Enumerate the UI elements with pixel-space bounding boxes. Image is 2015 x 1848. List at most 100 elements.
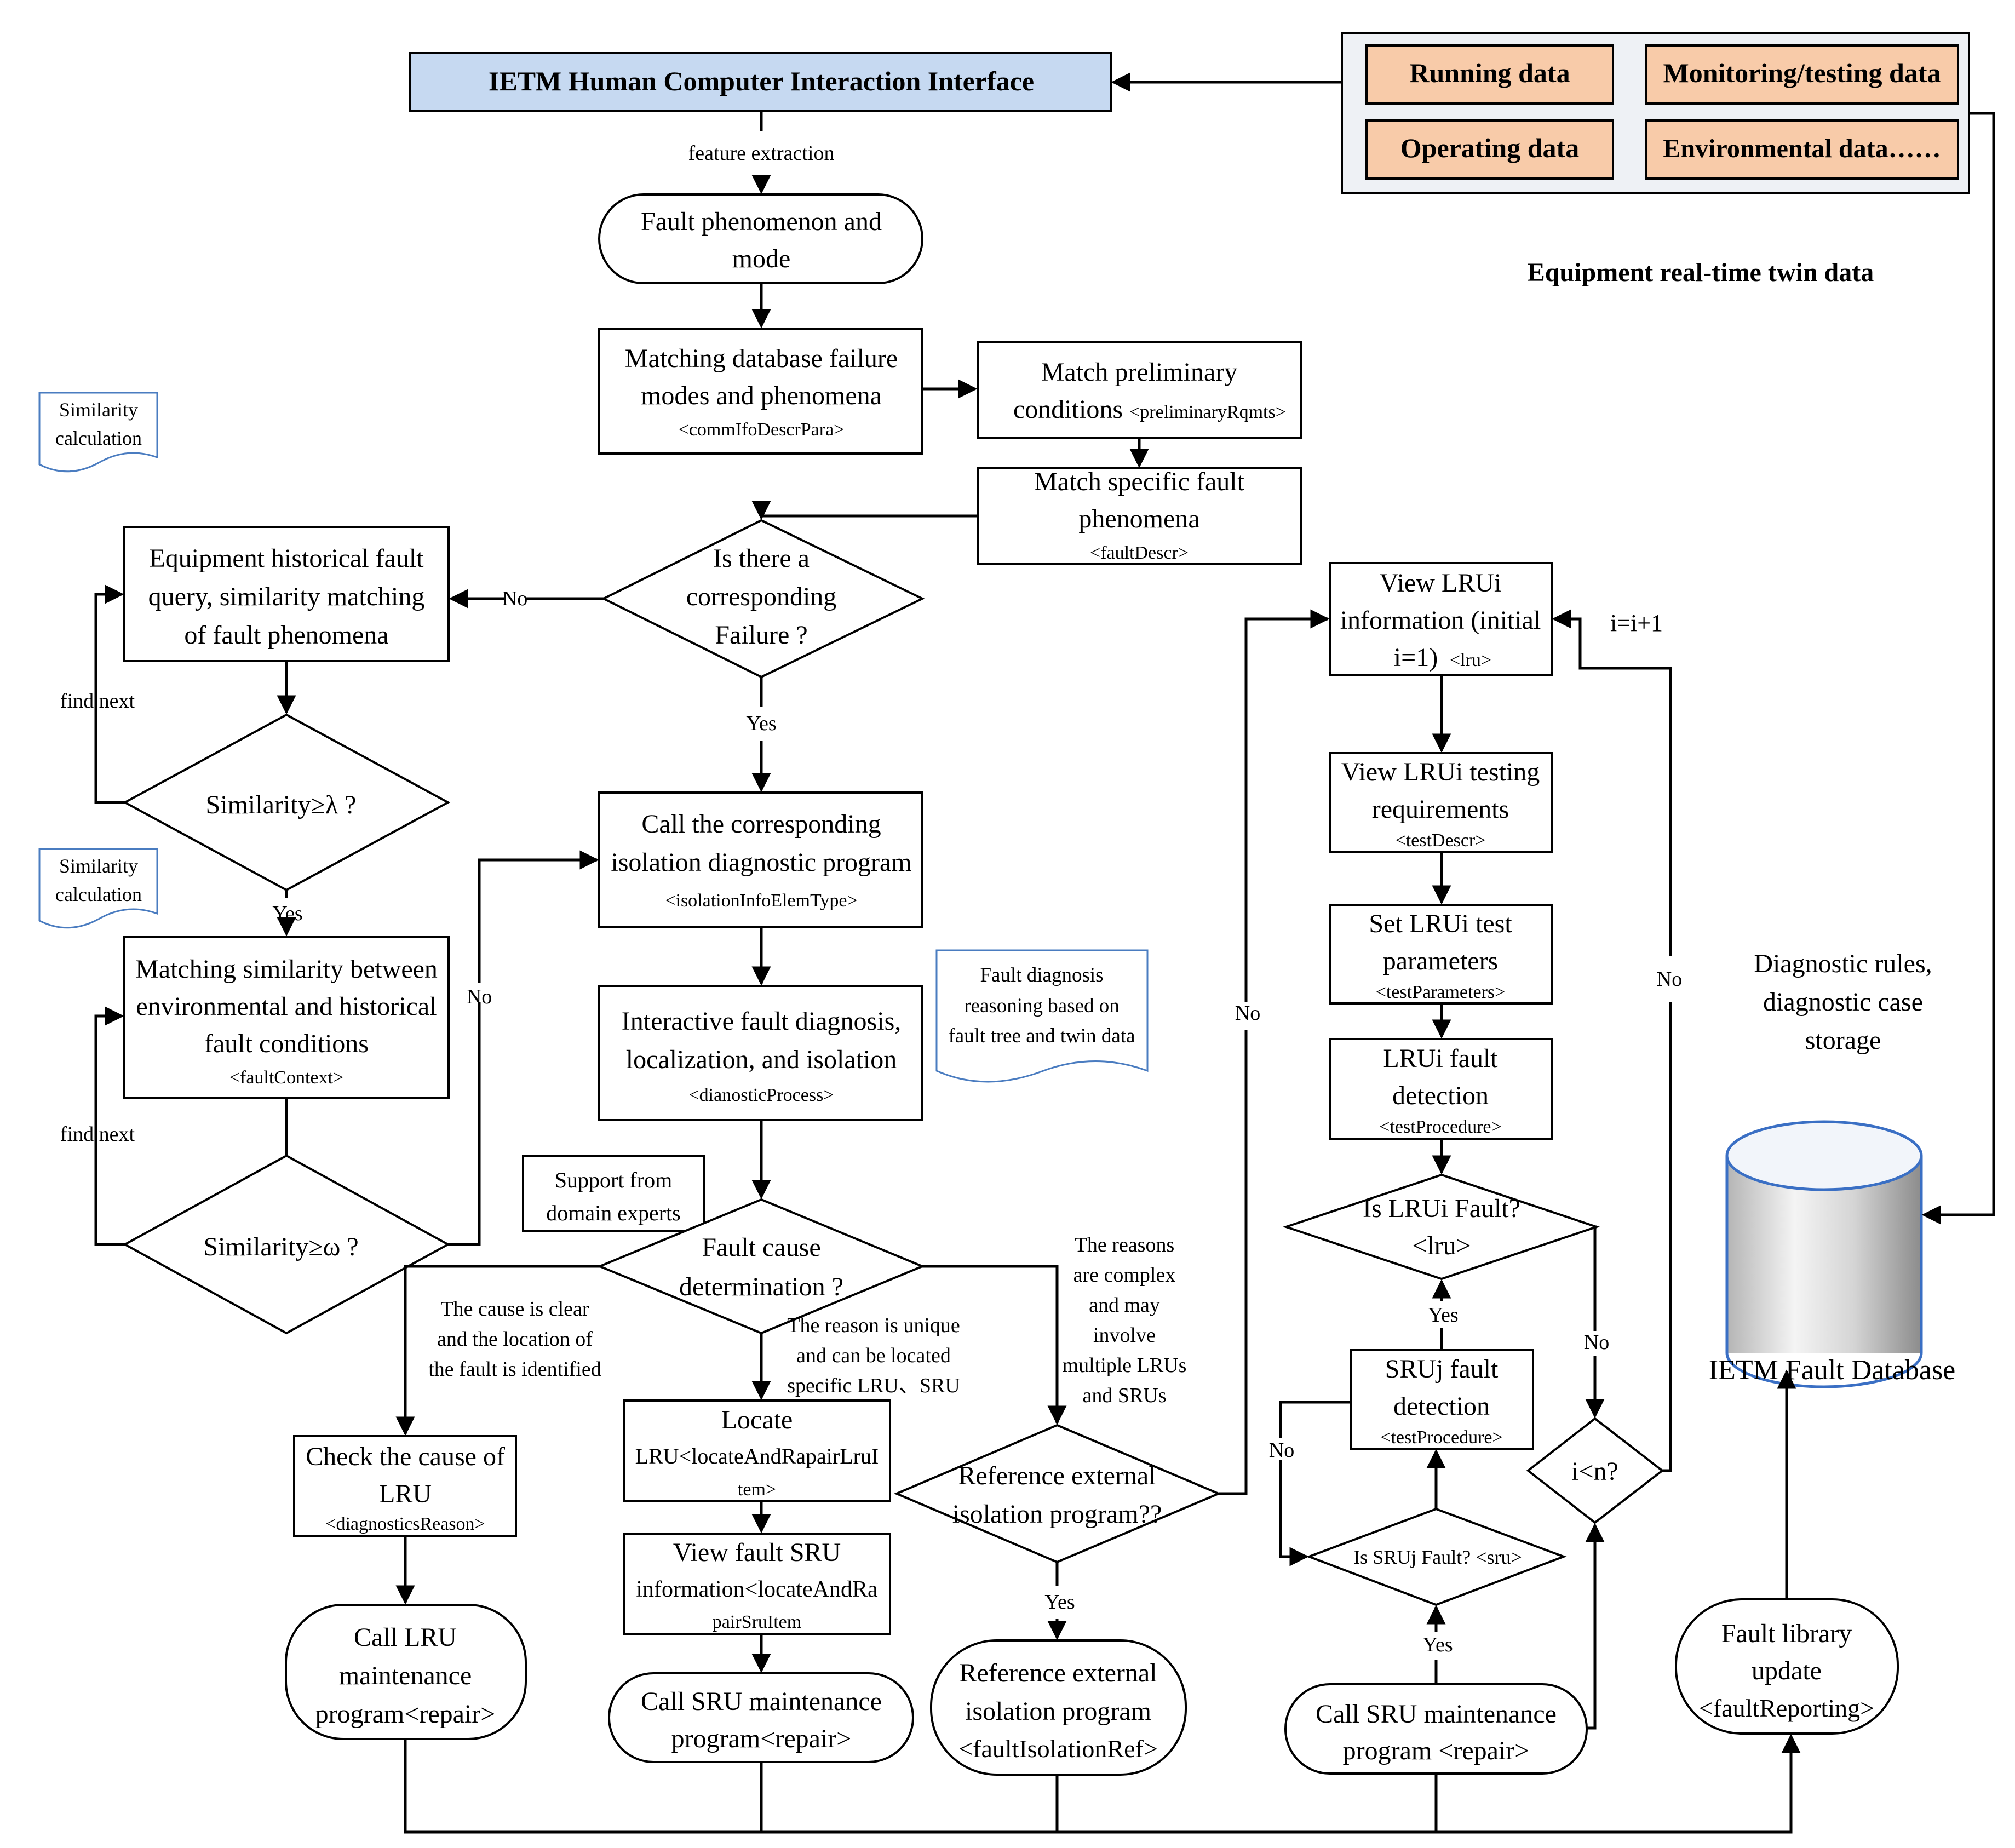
similarity-calc-2-line-2: calculation	[55, 883, 142, 905]
yes-label-2: Yes	[272, 902, 302, 925]
find-next-label-2: find next	[60, 1123, 135, 1146]
set-lru-params-label-2: parameters	[1383, 946, 1499, 975]
environmental-data-label: Environmental data……	[1663, 134, 1941, 163]
diag-rules-line-2: diagnostic case	[1763, 988, 1923, 1017]
similarity-omega-decision	[122, 1154, 451, 1335]
sru-fault-detect-node	[1350, 1349, 1534, 1450]
reference-ext-label-2: isolation program	[965, 1697, 1151, 1726]
historical-query-label-2: query, similarity matching	[148, 582, 425, 611]
check-cause-label-2: LRU	[379, 1479, 432, 1508]
match-preliminary-label-1: Match preliminary	[1041, 358, 1238, 387]
no-label-6: No	[1657, 968, 1682, 991]
fault-database-cylinder	[1725, 1120, 1923, 1388]
lru-fault-detect-label-2: detection	[1392, 1081, 1489, 1110]
view-lru-info-tag: <lru>	[1450, 650, 1491, 670]
check-cause-node	[293, 1435, 517, 1537]
reasons-complex-line-4: involve	[1093, 1324, 1156, 1347]
matching-db-label-2: modes and phenomena	[641, 381, 882, 410]
yes-label-5: Yes	[1422, 1633, 1453, 1656]
set-lru-params-tag: <testParameters>	[1376, 982, 1506, 1002]
similarity-omega-label: Similarity≥ω ?	[203, 1232, 358, 1261]
similarity-calc-2-line-1: Similarity	[59, 855, 138, 877]
no-label-5: No	[1269, 1439, 1294, 1462]
is-sru-fault-decision	[1306, 1507, 1567, 1606]
no-label-2: No	[467, 985, 492, 1008]
fault-phenomenon-label-2: mode	[732, 244, 791, 273]
env-matching-label-2: environmental and historical	[136, 992, 437, 1021]
env-matching-tag: <faultContext>	[229, 1068, 343, 1088]
lru-fault-detect-tag: <testProcedure>	[1379, 1117, 1501, 1137]
view-lru-info-label-2: information (initial	[1340, 606, 1541, 635]
fault-diag-note-line-1: Fault diagnosis	[980, 964, 1103, 986]
call-isolation-node	[598, 791, 923, 928]
similarity-lambda-label: Similarity≥λ ?	[206, 790, 357, 819]
cause-clear-line-2: and the location of	[437, 1328, 593, 1351]
is-lru-fault-label-2: <lru>	[1412, 1231, 1471, 1260]
view-lru-testing-tag: <testDescr>	[1396, 830, 1486, 851]
reference-ext-decision	[893, 1424, 1222, 1564]
similarity-calc-note-2	[38, 848, 158, 929]
matching-db-node	[598, 328, 923, 455]
sru-fault-detect-tag: <testProcedure>	[1380, 1427, 1502, 1448]
sru-fault-detect-label-1: SRUj fault	[1385, 1355, 1499, 1384]
reason-unique-line-3: specific LRU、SRU	[787, 1374, 960, 1397]
yes-label-3: Yes	[1044, 1591, 1075, 1614]
is-sru-fault-label: Is SRUj Fault? <sru>	[1353, 1546, 1522, 1568]
view-lru-testing-label-1: View LRUi testing	[1341, 757, 1540, 787]
call-lru-maint-label-2: maintenance	[339, 1661, 472, 1690]
operating-data-label: Operating data	[1400, 133, 1579, 163]
is-lru-fault-decision	[1282, 1173, 1600, 1281]
interactive-diag-tag: <dianosticProcess>	[689, 1085, 834, 1105]
cause-clear-line-1: The cause is clear	[440, 1298, 589, 1321]
support-experts-box	[522, 1155, 705, 1232]
is-corresponding-label-2: corresponding	[686, 582, 837, 611]
is-corresponding-label-3: Failure ?	[715, 621, 807, 650]
no-label-1: No	[502, 587, 527, 610]
fault-db-label: IETM Fault Database	[1709, 1355, 1956, 1386]
cause-clear-line-3: the fault is identified	[428, 1358, 601, 1381]
match-specific-label-1: Match specific fault	[1034, 467, 1245, 496]
diag-rules-line-3: storage	[1805, 1026, 1881, 1055]
monitoring-data-label: Monitoring/testing data	[1663, 58, 1941, 88]
i-less-n-decision	[1526, 1417, 1664, 1524]
call-isolation-label-1: Call the corresponding	[641, 810, 881, 839]
match-preliminary-tag: <preliminaryRqmts>	[1129, 402, 1286, 422]
is-lru-fault-label-1: Is LRUi Fault?	[1363, 1194, 1520, 1223]
reason-unique-line-1: The reason is unique	[787, 1314, 960, 1337]
locate-lru-label-3: tem>	[738, 1479, 776, 1500]
matching-db-label-1: Matching database failure	[625, 344, 898, 373]
view-lru-info-label-1: View LRUi	[1380, 569, 1501, 598]
reasons-complex-line-5: multiple LRUs	[1063, 1354, 1187, 1377]
similarity-calc-1-line-2: calculation	[55, 427, 142, 449]
view-sru-label-1: View fault SRU	[673, 1538, 841, 1567]
locate-lru-node	[623, 1399, 891, 1502]
similarity-calc-note-1	[38, 392, 158, 473]
yes-label-4: Yes	[1428, 1304, 1458, 1327]
reference-ext-label-3: <faultIsolationRef>	[958, 1735, 1158, 1763]
connectors	[94, 72, 1995, 1834]
support-experts-line-1: Support from	[555, 1168, 672, 1192]
running-data-box	[1365, 44, 1614, 105]
similarity-calc-1-line-1: Similarity	[59, 399, 138, 421]
find-next-label-1: find next	[60, 690, 135, 713]
view-lru-info-node	[1329, 562, 1553, 676]
locate-lru-label-2: LRU<locateAndRapairLruI	[635, 1444, 879, 1468]
yes-label-1: Yes	[746, 712, 776, 735]
reasons-complex-line-3: and may	[1089, 1294, 1160, 1317]
i-less-n-label: i<n?	[1571, 1457, 1618, 1486]
view-lru-info-label-3: i=1)	[1394, 643, 1438, 672]
call-sru-maint-2-label-1: Call SRU maintenance	[1316, 1700, 1557, 1729]
env-matching-label-3: fault conditions	[204, 1029, 369, 1058]
fault-lib-update-label-3: <faultReporting>	[1699, 1694, 1874, 1722]
view-sru-node	[623, 1533, 891, 1635]
call-sru-maint-2-label-2: program <repair>	[1343, 1736, 1530, 1765]
feature-extraction-label: feature extraction	[688, 142, 835, 165]
reasons-complex-line-6: and SRUs	[1082, 1384, 1166, 1407]
reference-ext-q-label-1: Reference external	[958, 1461, 1156, 1490]
support-experts-line-2: domain experts	[546, 1201, 681, 1225]
reference-ext-label-1: Reference external	[959, 1658, 1157, 1688]
fault-diag-note-line-2: reasoning based on	[964, 995, 1120, 1017]
fault-diag-note-line-3: fault tree and twin data	[948, 1025, 1135, 1047]
twin-data-caption: Equipment real-time twin data	[1528, 258, 1874, 287]
